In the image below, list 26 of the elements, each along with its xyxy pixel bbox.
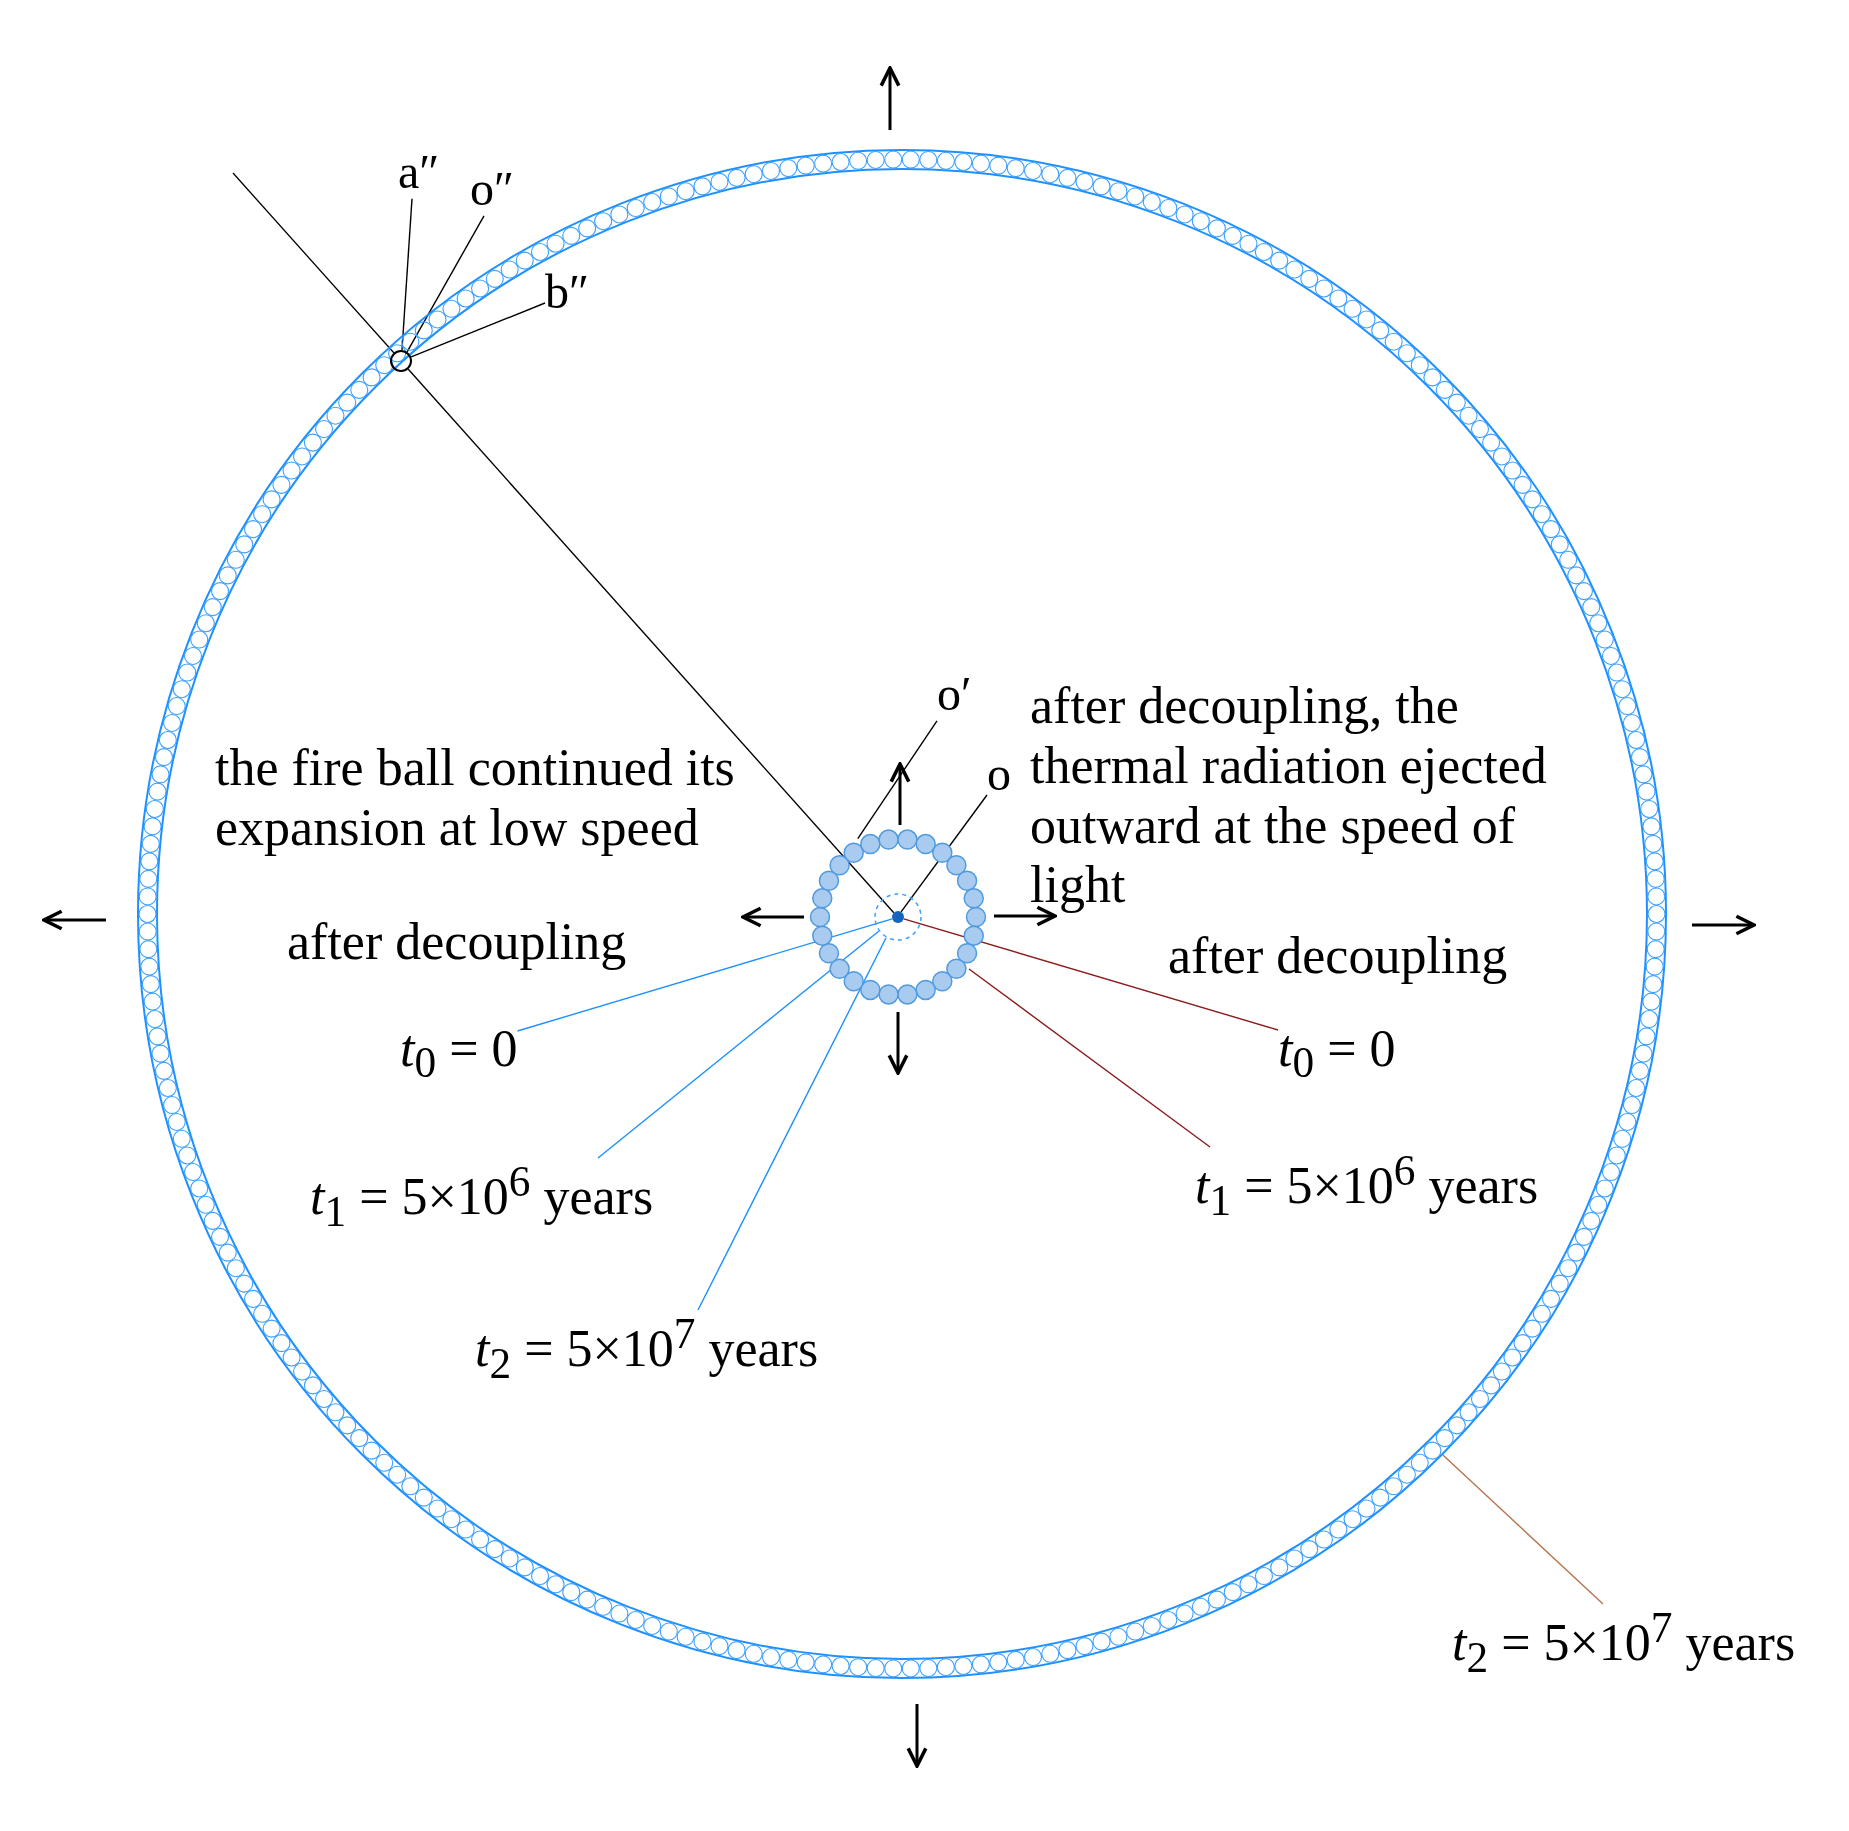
annotation-text: after decoupling bbox=[287, 912, 628, 972]
leader-line bbox=[407, 368, 895, 914]
leader-line bbox=[697, 937, 887, 1311]
leader-line bbox=[516, 918, 893, 1032]
leader-line bbox=[900, 794, 988, 913]
time-label: t$_{0}$ = 0 bbox=[1278, 1020, 1396, 1088]
leader-line bbox=[857, 720, 938, 840]
annotation-text: after decoupling bbox=[1168, 926, 1509, 986]
time-label: t$_{1}$ = 5×10$^{6}$ years bbox=[310, 1158, 654, 1236]
time-label: t$_{1}$ = 5×10$^{6}$ years bbox=[1195, 1147, 1539, 1225]
point-label: b″ bbox=[545, 266, 589, 319]
point-label: o′ bbox=[937, 668, 972, 721]
time-label: t$_{0}$ = 0 bbox=[400, 1020, 518, 1088]
leader-line bbox=[1442, 1454, 1604, 1605]
leader-line bbox=[410, 302, 546, 358]
annotation-text: the fire ball continued its expansion at low speed bbox=[215, 738, 736, 858]
point-label: a″ bbox=[398, 146, 440, 199]
leader-line bbox=[597, 930, 880, 1159]
leader-line bbox=[968, 968, 1211, 1148]
point-label: o″ bbox=[470, 163, 514, 216]
leader-line bbox=[401, 198, 413, 351]
leader-line bbox=[903, 918, 1279, 1031]
time-label: t$_{2}$ = 5×10$^{7}$ years bbox=[475, 1310, 819, 1388]
leader-line bbox=[406, 215, 485, 353]
time-label: t$_{2}$ = 5×10$^{7}$ years bbox=[1452, 1604, 1796, 1682]
point-label: o bbox=[987, 748, 1011, 801]
